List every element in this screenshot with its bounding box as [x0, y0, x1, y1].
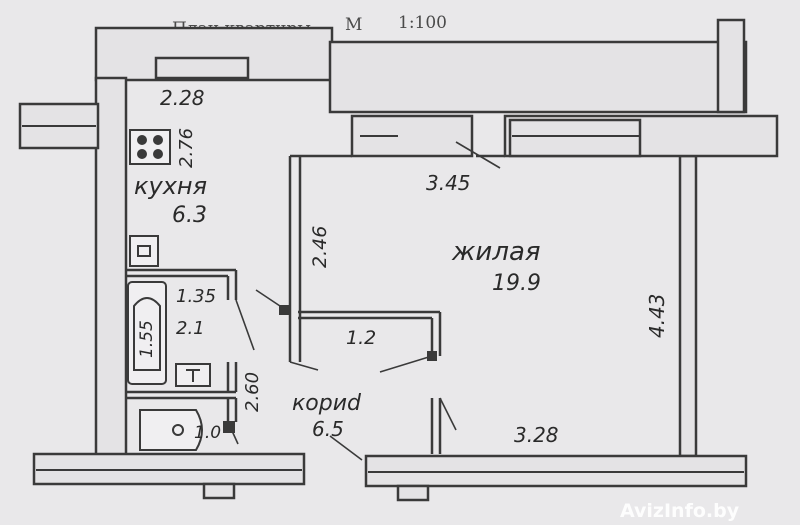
kitchen-dim-top: 2.28	[160, 86, 205, 110]
scale-value: 1:100	[398, 13, 447, 33]
door-stud	[279, 305, 289, 315]
bath-dim-tub: 1.55	[137, 320, 157, 358]
burner-icon	[137, 135, 147, 145]
door-swing	[235, 299, 255, 351]
room-labels: 2.28 2.76 кухня 6.3 2.46 3.45 жилая 19.9…	[134, 86, 669, 447]
wall-stub-bottom-1	[202, 482, 236, 500]
wall-right-pillar	[716, 18, 746, 114]
vent-block	[154, 56, 250, 80]
toilet-icon	[139, 409, 203, 451]
door-swings	[227, 141, 501, 461]
kitchen-sink-icon	[129, 235, 159, 267]
bathtub-inner-icon	[133, 297, 161, 371]
watermark: AvizInfo.by	[620, 500, 740, 522]
wall-left	[94, 76, 128, 460]
toilet-bowl-icon	[172, 424, 184, 436]
exterior-walls	[18, 18, 779, 502]
burner-icon	[153, 135, 163, 145]
window-top-1	[350, 114, 474, 158]
kitchen-area: 6.3	[172, 203, 207, 228]
living-name: жилая	[451, 237, 541, 267]
living-dim-bottom: 3.28	[514, 423, 559, 447]
bathtub-icon	[127, 281, 167, 385]
corridor-area: 6.5	[312, 417, 344, 441]
living-dim-top: 3.45	[426, 171, 471, 195]
wall-right-inner	[678, 154, 698, 458]
fixtures	[127, 129, 437, 451]
scale-label: М	[345, 15, 362, 35]
interior-partitions	[126, 154, 505, 454]
living-dim-left: 2.46	[309, 226, 331, 268]
living-area: 19.9	[492, 271, 541, 296]
door-swing	[289, 361, 319, 371]
kitchen-name: кухня	[134, 172, 207, 200]
bath-dim-side: 2.60	[242, 372, 263, 412]
living-dim-right: 4.43	[645, 293, 669, 338]
kitchen-sink-basin-icon	[137, 245, 151, 257]
wall-stub-bottom-2	[396, 484, 430, 502]
burner-icon	[137, 149, 147, 159]
window-top-2	[508, 118, 642, 158]
door-stud	[223, 421, 235, 433]
corridor-name: кориd	[292, 391, 362, 416]
stove-icon	[129, 129, 171, 165]
door-swing	[439, 397, 457, 431]
bath-dim-top: 1.35	[176, 286, 216, 307]
kitchen-dim-side: 2.76	[176, 128, 197, 168]
leader-line	[455, 141, 501, 169]
door-swing	[379, 355, 433, 373]
leader-line	[329, 435, 363, 461]
corridor-dim-top: 1.2	[346, 327, 376, 349]
window-details	[22, 125, 744, 473]
bath-area: 2.1	[176, 318, 205, 339]
toilet-area: 1.0	[194, 423, 221, 443]
door-stud	[427, 351, 437, 361]
burner-icon	[153, 149, 163, 159]
wall-top-living	[328, 40, 748, 114]
